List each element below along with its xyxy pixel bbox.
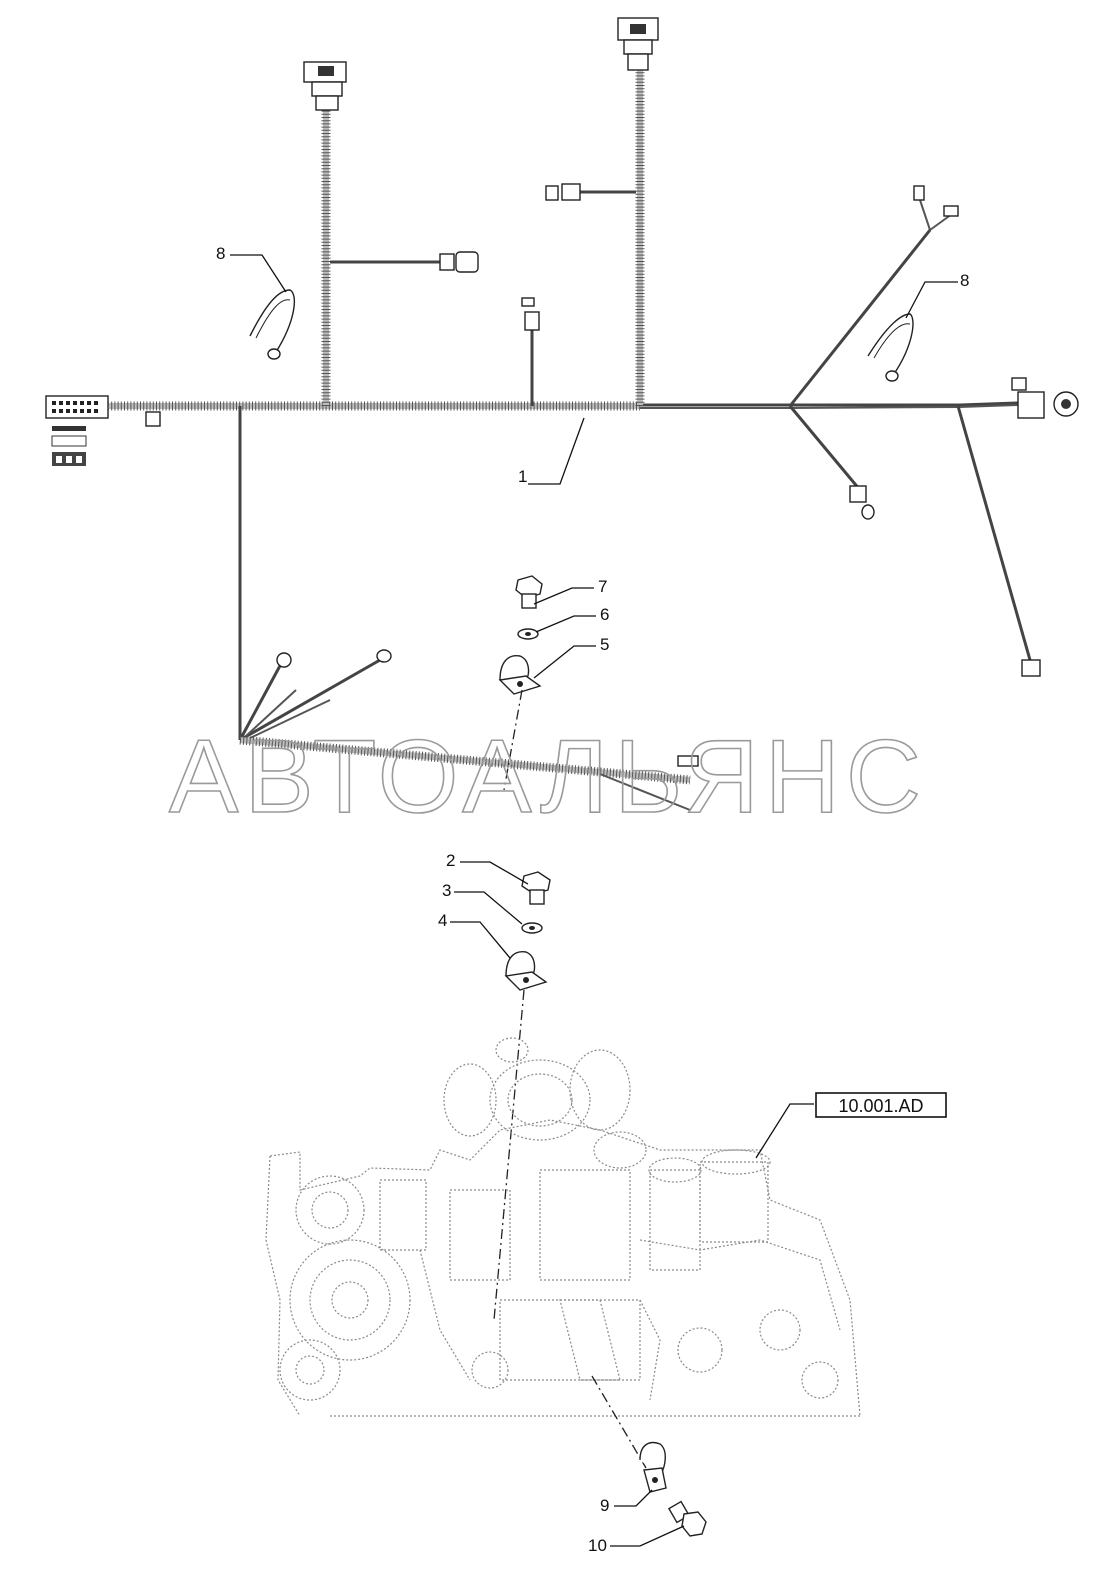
callout-2: 2: [446, 851, 455, 870]
engine-reference-box: 10.001.AD: [815, 1092, 947, 1118]
ring-terminal-right: [849, 485, 867, 503]
main-connector-left: [45, 395, 109, 419]
watermark-text: АВТОАЛЬЯНС: [169, 719, 927, 835]
callout-8-right: 8: [960, 271, 969, 290]
callout-6: 6: [600, 605, 609, 624]
main-wiring-harness: [45, 17, 1079, 811]
callout-3: 3: [442, 881, 451, 900]
leader-lines: [230, 254, 958, 1547]
connector-lower-right: [1021, 659, 1041, 677]
harness-tab: [145, 411, 161, 427]
callout-9: 9: [600, 1496, 609, 1515]
bolt-upper: [515, 575, 543, 609]
connector-side-2: [561, 183, 581, 201]
bolt-middle: [521, 871, 551, 905]
centerline-upper: [503, 689, 523, 791]
engine-reference-label: 10.001.AD: [838, 1096, 923, 1116]
callout-1: 1: [518, 467, 527, 486]
engine-block-outline: [265, 1037, 861, 1417]
connector-lower-run: [677, 755, 699, 767]
centerline-lower: [591, 1375, 647, 1469]
p-clip-right: [867, 313, 914, 382]
bolt-lower: [667, 1500, 707, 1537]
callout-10: 10: [588, 1536, 607, 1555]
sensor-short-branch: [524, 311, 540, 331]
callout-8-left: 8: [216, 244, 225, 263]
clamp-upper: [498, 655, 542, 695]
callout-7: 7: [598, 577, 607, 596]
p-clip-left: [249, 289, 296, 360]
callout-4: 4: [438, 911, 447, 930]
centerline-middle: [493, 989, 525, 1321]
connector-right-end: [1017, 391, 1045, 419]
clamp-lower: [639, 1441, 667, 1493]
connector-side-1: [439, 253, 455, 271]
callout-5: 5: [600, 635, 609, 654]
connector-label-tags: [51, 426, 87, 466]
connector-pins: [52, 401, 98, 413]
clamp-middle: [504, 951, 548, 991]
